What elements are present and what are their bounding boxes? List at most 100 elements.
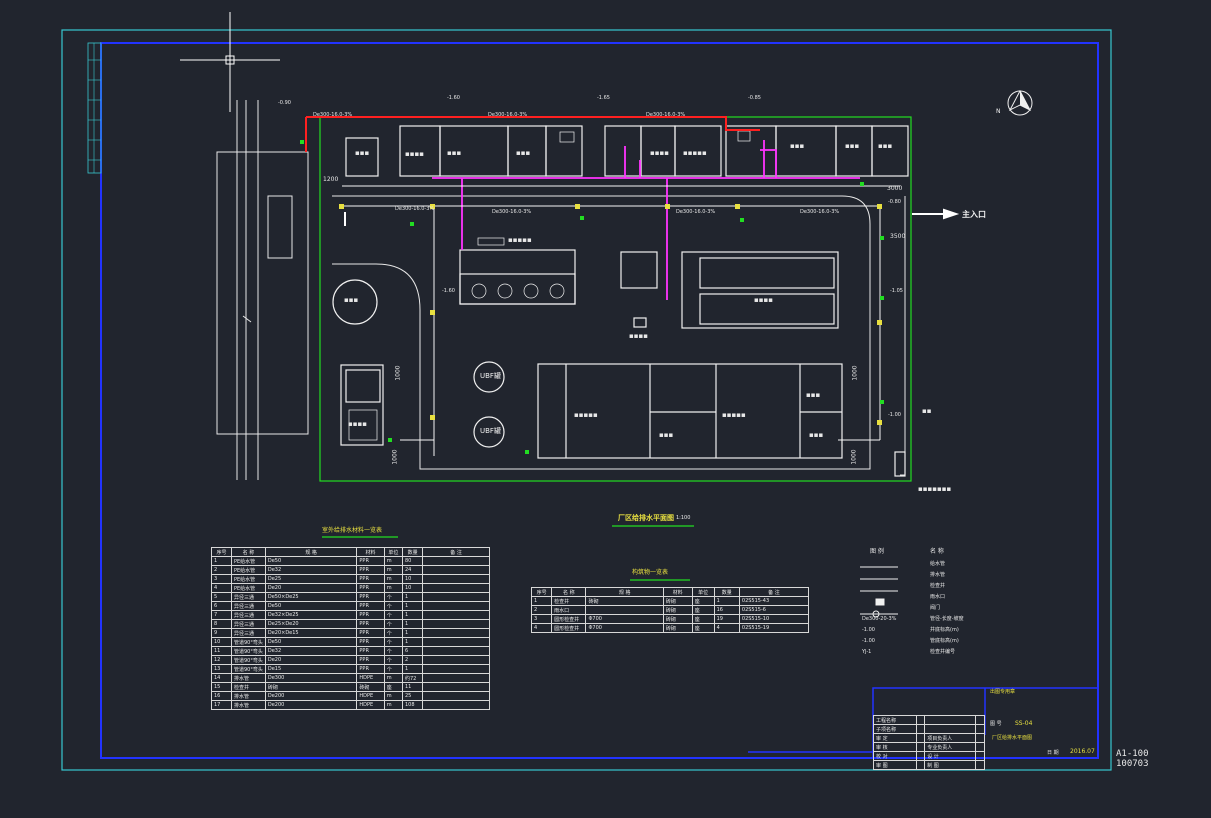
title-block-cell [975,715,985,725]
table-cell: 80 [401,556,424,566]
table-cell: 19 [713,614,740,624]
table-cell [422,601,490,611]
title-block-cell [975,733,985,743]
table-header-cell: 单位 [383,547,404,557]
dimension-label: 3000 [887,185,903,192]
title-block-cell [924,715,977,725]
legend-item: 排水管 [930,572,946,578]
drawing-no: SS-04 [1015,720,1033,727]
drawing-no-label: 图 号 [990,721,1002,727]
table-cell [422,682,490,692]
table-cell: 座 [691,614,715,624]
table-cell: 17 [211,700,232,710]
sheet-size: A1-100 [1116,749,1149,759]
table-cell: De50 [264,556,358,566]
table-cell: 1 [401,628,424,638]
table-cell: PE给水管 [230,556,266,566]
north-arrow [1007,89,1033,116]
pipe-label: De300-16.0-3% [313,112,353,118]
table-cell [422,619,490,629]
table-header-row: 序号名 称规 格材料单位数量备 注 [530,587,810,597]
table-cell: PE给水管 [230,574,266,584]
buildings [332,125,909,477]
table-cell: 管道90°弯头 [230,655,266,665]
table-cell: Φ700 [585,623,664,633]
table-cell [422,673,490,683]
table-cell: 10 [211,637,232,647]
table-cell: 02S515-19 [738,623,810,633]
legend-symbol: -1.00 [862,627,875,633]
table-cell: 14 [211,673,232,683]
table-cell: 砖砌 [264,682,358,692]
table-cell: De32 [264,565,358,575]
internal-road [332,195,871,470]
table-header-cell: 备 注 [738,587,810,597]
elevation-label: -1.05 [890,288,903,294]
north-label: N [996,108,1001,115]
table-cell: 1 [401,637,424,647]
table-header-cell: 序号 [530,587,553,597]
table-cell: 6 [211,601,232,611]
title-block-cell: 审 定 [873,733,917,743]
table-cell: De200 [264,700,358,710]
dimension-label: 1000 [394,365,402,381]
table-cell: PE给水管 [230,565,266,575]
table-cell: 座 [691,596,715,606]
title-block-cell [975,760,985,770]
title-block-row: 审 图制 图 [873,760,985,770]
pipe-label: De300-16.0-3% [488,112,528,118]
table-cell: m [383,700,404,710]
legend-symbol: YJ-1 [862,649,872,655]
magenta-pipes [432,140,860,300]
elevation-label: -1.65 [597,95,610,101]
table-cell: 2 [401,655,424,665]
legend-item: 阀门 [930,605,941,611]
table-cell: PPR [356,646,385,656]
table-cell: Φ700 [585,614,664,624]
table-cell: m [383,565,404,575]
table-cell: PPR [356,619,385,629]
table-cell [422,610,490,620]
table-cell: 24 [401,565,424,575]
table-cell: De50×De25 [264,592,358,602]
date: 2016.07 [1070,748,1095,755]
table-cell: m [383,556,404,566]
stamp-label: 出图专用章 [990,689,1016,695]
table-cell: PE给水管 [230,583,266,593]
legend-header-left: 图 例 [870,548,884,555]
table-cell: 02S515-43 [738,596,810,606]
table-cell: 个 [383,637,404,647]
table-cell [585,605,664,615]
table-cell [422,574,490,584]
date-label: 日 期 [1047,750,1059,756]
table-cell: 1 [211,556,232,566]
table-header-row: 序号名 称规 格材料单位数量备 注 [211,547,490,557]
table-cell: 检查井 [551,596,587,606]
legend-item: 井底标高(m) [930,627,959,633]
legend-symbols [860,566,898,618]
title-block-cell [975,724,985,734]
table-cell: 排水管 [230,700,266,710]
table-cell: PPR [356,610,385,620]
table-cell: m [383,583,404,593]
table-cell: 10 [401,574,424,584]
table-cell: 个 [383,628,404,638]
table-cell: 个 [383,664,404,674]
legend-item: 检查井编号 [930,649,956,655]
plan-title: 厂区给排水平面图 [618,514,674,522]
title-block-cell: 工程名称 [873,715,917,725]
table-cell: 砖砌 [662,623,693,633]
table-cell: 圆形检查井 [551,614,587,624]
table-cell: 7 [211,610,232,620]
title-block-cell: 审 核 [873,742,917,752]
